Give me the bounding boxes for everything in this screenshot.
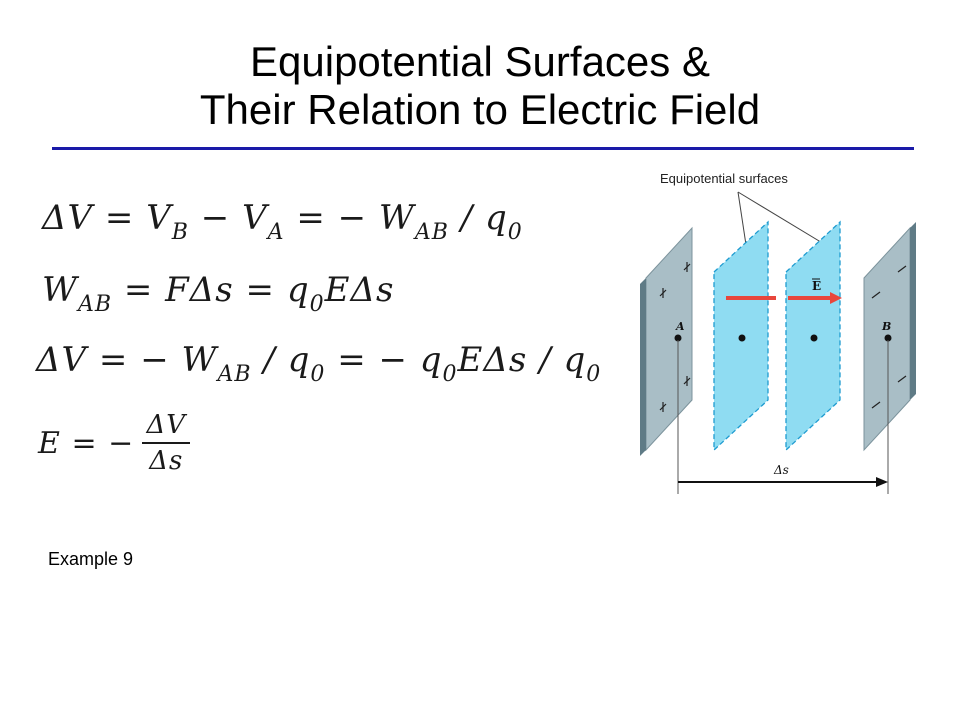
point-b-dot: [884, 334, 892, 342]
left-plate-charges: [659, 262, 691, 412]
eq3-slash-1: /: [263, 340, 288, 380]
eq3-work: W: [181, 340, 218, 380]
title-line-2: Their Relation to Electric Field: [199, 86, 761, 133]
eq3-lhs: ΔV: [36, 340, 88, 380]
eq1-work: W: [378, 198, 415, 238]
surface-2-dot: [810, 334, 818, 342]
eq3-field: E: [457, 340, 484, 380]
eq1-lhs: ΔV: [42, 198, 94, 238]
right-plate-charges: [871, 265, 907, 409]
left-plate-edge: [640, 278, 646, 456]
eq3-charge-2-sub: 0: [442, 362, 458, 387]
eq2-charge: q: [286, 270, 310, 310]
eq2-charge-sub: 0: [309, 292, 325, 317]
eq3-charge: q: [287, 340, 311, 380]
eq3-slash-2: /: [539, 340, 564, 380]
equation-potential-difference: ΔV = VB − VA = − WAB / q0: [42, 198, 523, 245]
eq4-fraction-bar: [142, 442, 191, 444]
point-a-label: A: [675, 320, 685, 333]
distance-label: Δs: [773, 463, 789, 477]
eq1-v2-sub: A: [267, 220, 285, 245]
surface-1-dot: [738, 334, 746, 342]
point-a-dot: [674, 334, 682, 342]
eq1-equals-1: =: [104, 198, 147, 238]
eq2-displacement: Δs: [189, 270, 234, 310]
diagram-caption: Equipotential surfaces: [660, 171, 788, 186]
eq1-work-sub: AB: [414, 220, 449, 245]
eq2-field: E: [324, 270, 351, 310]
eq2-force: F: [165, 270, 190, 310]
eq1-minus-1: −: [200, 198, 243, 238]
title-divider: [52, 147, 914, 150]
eq1-charge-sub: 0: [507, 220, 523, 245]
point-b-label: B: [881, 320, 891, 333]
eq1-v1-sub: B: [171, 220, 189, 245]
eq1-v2: V: [242, 198, 268, 238]
eq3-equals-1: = −: [98, 340, 182, 380]
eq4-equals: = −: [60, 425, 135, 461]
eq1-slash: /: [460, 198, 486, 238]
eq3-work-sub: AB: [217, 362, 252, 387]
eq2-equals-1: =: [123, 270, 166, 310]
field-arrow-head: [830, 292, 842, 304]
eq3-charge-2: q: [419, 340, 443, 380]
eq1-v1: V: [146, 198, 172, 238]
title-line-1: Equipotential Surfaces &: [250, 38, 710, 85]
distance-arrow-head: [876, 477, 888, 487]
equation-work: WAB = FΔs = q0EΔs: [42, 270, 394, 317]
right-plate-edge: [910, 222, 916, 400]
eq3-equals-2: = −: [337, 340, 420, 380]
eq2-work-sub: AB: [77, 292, 113, 317]
eq3-charge-sub: 0: [310, 362, 326, 387]
eq4-lhs: E: [38, 425, 61, 461]
eq1-charge: q: [485, 198, 508, 238]
eq4-numerator: ΔV: [146, 410, 187, 440]
eq2-work: W: [42, 270, 78, 310]
eq3-charge-3-sub: 0: [586, 362, 602, 387]
eq3-displacement: Δs: [483, 340, 528, 380]
equation-potential-field: ΔV = − WAB / q0 = − q0EΔs / q0: [36, 340, 601, 387]
eq2-displacement-2: Δs: [350, 270, 395, 310]
eq4-denominator: Δs: [149, 446, 184, 476]
eq4-fraction: ΔV Δs: [142, 410, 191, 476]
equation-field-gradient: E = − ΔV Δs: [38, 410, 191, 476]
eq2-equals-2: =: [245, 270, 287, 310]
eq1-equals-2: = −: [296, 198, 379, 238]
equipotential-diagram: Equipotential surfaces E A B Δs: [640, 171, 916, 494]
eq3-charge-3: q: [563, 340, 587, 380]
example-label: Example 9: [48, 549, 134, 569]
field-label: E: [812, 279, 821, 293]
slide-title: Equipotential Surfaces & Their Relation …: [0, 38, 960, 134]
left-plate-face: [645, 226, 693, 452]
caption-leader-2: [737, 191, 835, 251]
